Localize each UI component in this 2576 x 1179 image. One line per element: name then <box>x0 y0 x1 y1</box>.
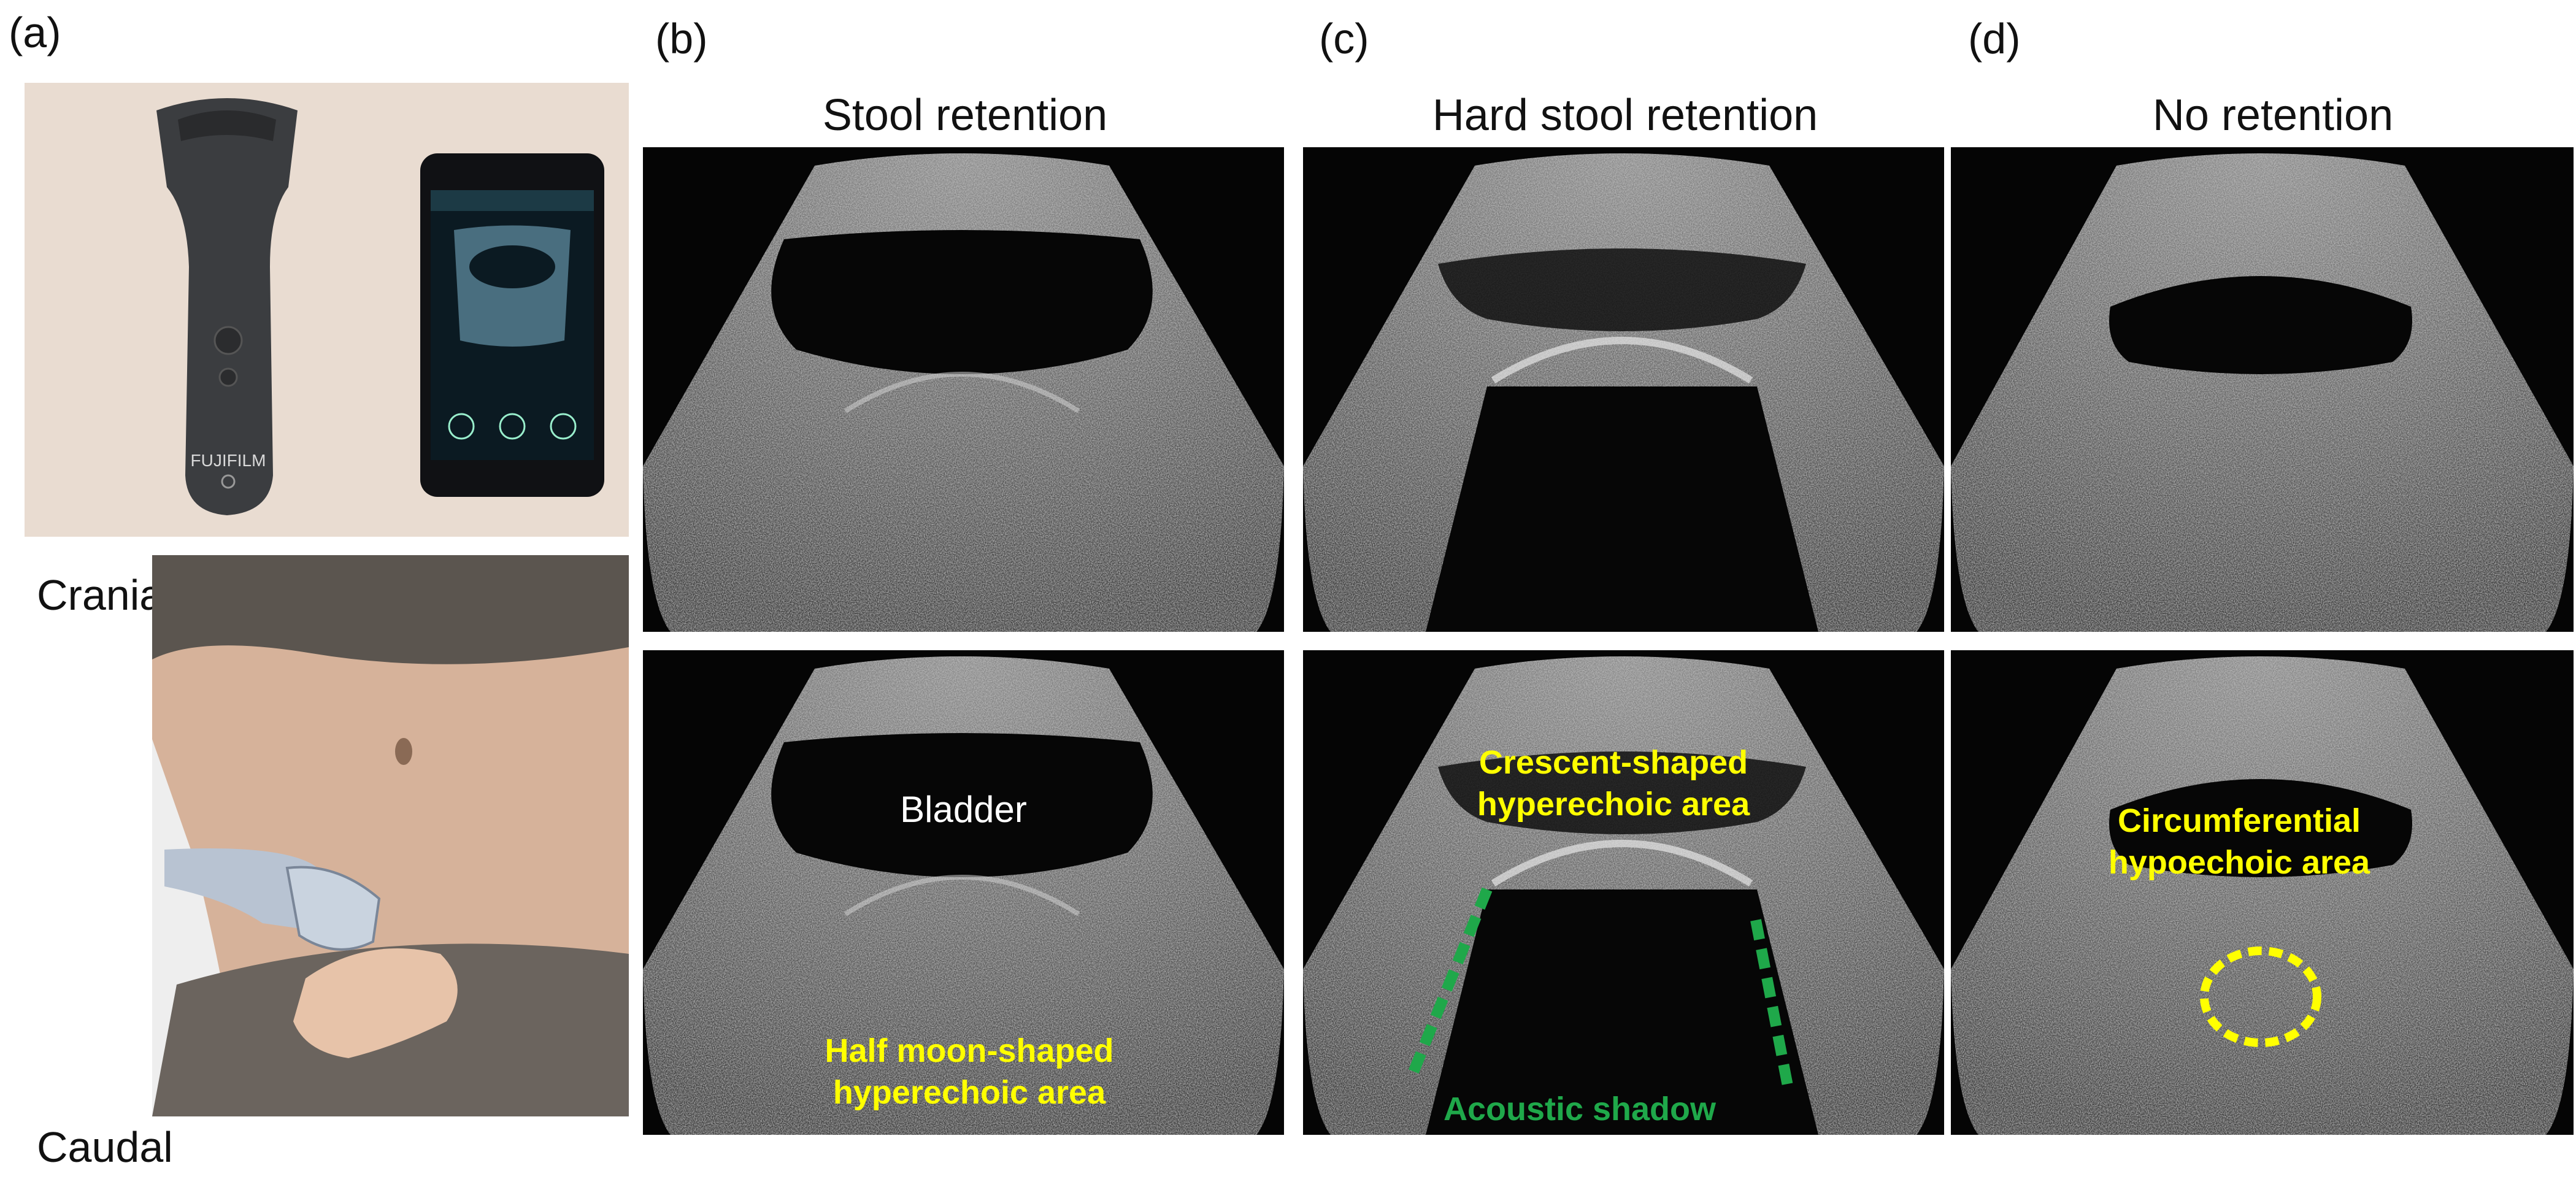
shadow-line-left <box>1405 887 1493 1082</box>
probe-body <box>156 98 298 515</box>
patient-photo <box>152 555 629 1116</box>
probe-button-icon <box>213 326 243 355</box>
panel-label-b: (b) <box>655 15 708 63</box>
ultrasound-d-bottom <box>1951 650 2574 1135</box>
ultrasound-b-bottom <box>643 650 1284 1135</box>
panel-label-c: (c) <box>1319 15 1369 63</box>
caudal-label: Caudal <box>37 1123 173 1171</box>
navel <box>395 738 412 765</box>
ultrasound-b-top <box>643 147 1284 632</box>
panel-label-d: (d) <box>1968 15 2021 63</box>
acoustic-shadow-label: Acoustic shadow <box>1443 1091 1717 1127</box>
ultrasound-c-bottom <box>1303 650 1944 1135</box>
hypoechoic-circle <box>2200 947 2321 1047</box>
panel-title-d: No retention <box>2152 91 2394 140</box>
panel-title-c: Hard stool retention <box>1432 91 1818 140</box>
panel-title-b: Stool retention <box>822 91 1108 140</box>
shirt <box>152 555 629 664</box>
device-brand: FUJIFILM <box>191 451 266 470</box>
bladder-label: Bladder <box>900 789 1027 830</box>
cranial-label: Cranial <box>37 571 173 619</box>
ultrasound-c-top <box>1303 147 1944 632</box>
wireless-icon <box>221 474 236 489</box>
device-photo: FUJIFILM <box>25 83 629 537</box>
hand <box>293 948 458 1058</box>
ultrasound-d-top <box>1951 147 2574 632</box>
panel-label-a: (a) <box>9 9 61 56</box>
probe-head <box>285 866 381 951</box>
